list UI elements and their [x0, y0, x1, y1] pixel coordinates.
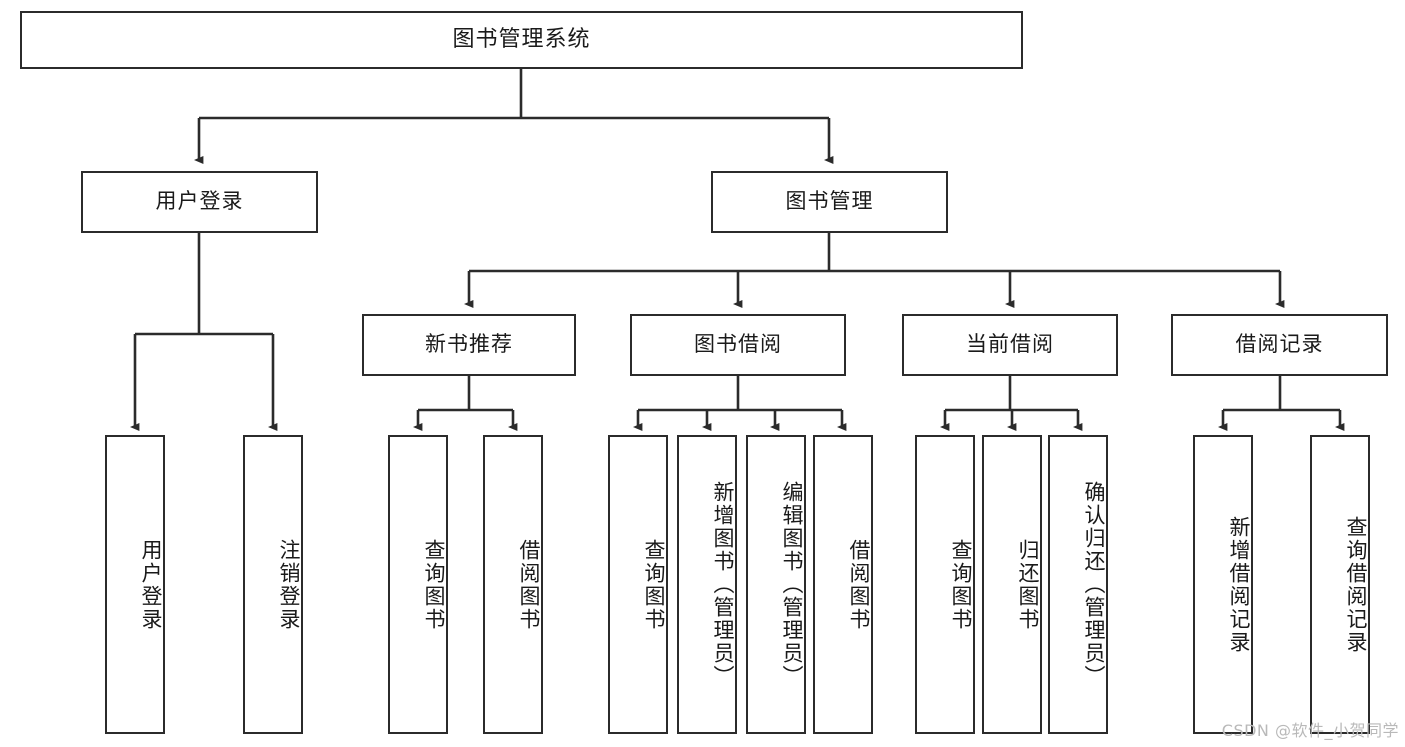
node-user-login[interactable]: 用户登录: [81, 171, 318, 233]
leaf-query-book-current[interactable]: 查询图书: [915, 435, 975, 734]
leaf-query-borrow-record[interactable]: 查询借阅记录: [1310, 435, 1370, 734]
leaf-query-book-recommend[interactable]: 查询图书: [388, 435, 448, 734]
leaf-borrow-book[interactable]: 借阅图书: [813, 435, 873, 734]
leaf-add-book-admin[interactable]: 新增图书（管理员）: [677, 435, 737, 734]
node-book-borrow[interactable]: 图书借阅: [630, 314, 846, 376]
node-borrow-record[interactable]: 借阅记录: [1171, 314, 1388, 376]
leaf-confirm-return-admin[interactable]: 确认归还（管理员）: [1048, 435, 1108, 734]
node-new-book-recommend[interactable]: 新书推荐: [362, 314, 576, 376]
node-root[interactable]: 图书管理系统: [20, 11, 1023, 69]
leaf-query-book-borrow[interactable]: 查询图书: [608, 435, 668, 734]
watermark-text: CSDN @软件_小贺同学: [1221, 721, 1399, 740]
node-book-manage[interactable]: 图书管理: [711, 171, 948, 233]
node-current-borrow[interactable]: 当前借阅: [902, 314, 1118, 376]
leaf-edit-book-admin[interactable]: 编辑图书（管理员）: [746, 435, 806, 734]
leaf-return-book[interactable]: 归还图书: [982, 435, 1042, 734]
leaf-add-borrow-record[interactable]: 新增借阅记录: [1193, 435, 1253, 734]
leaf-user-login[interactable]: 用户登录: [105, 435, 165, 734]
leaf-user-logout[interactable]: 注销登录: [243, 435, 303, 734]
leaf-borrow-book-recommend[interactable]: 借阅图书: [483, 435, 543, 734]
